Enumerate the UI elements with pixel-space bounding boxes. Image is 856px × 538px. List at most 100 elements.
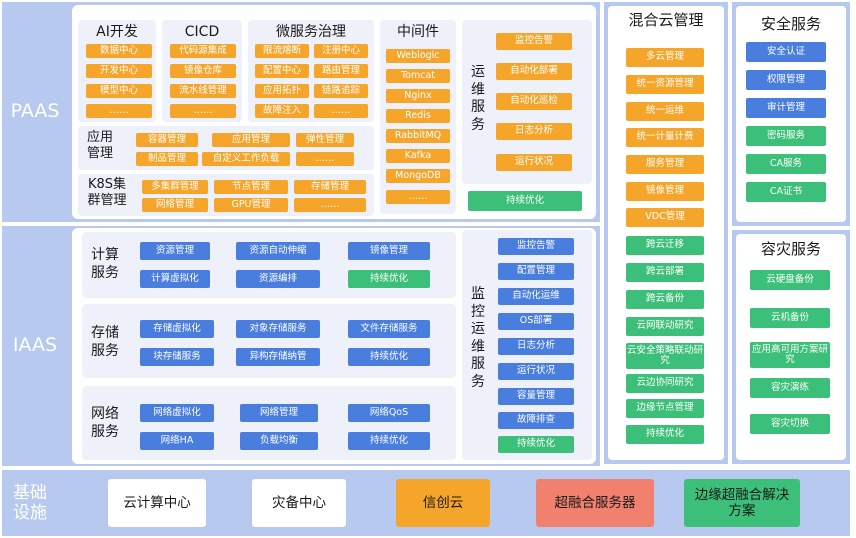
- compute-item-virtualization[interactable]: 计算虚拟化: [140, 270, 210, 288]
- monitor-item-alert[interactable]: 监控告警: [498, 238, 574, 255]
- storage-item-file[interactable]: 文件存储服务: [348, 320, 430, 338]
- storage-item-virtualization[interactable]: 存储虚拟化: [140, 320, 214, 338]
- monitor-item-log[interactable]: 日志分析: [498, 338, 574, 355]
- hybrid-item-cross-migrate[interactable]: 跨云迁移: [626, 236, 704, 255]
- dr-item-vm-backup[interactable]: 云机备份: [750, 308, 830, 328]
- mw-item-rabbitmq[interactable]: RabbitMQ: [386, 129, 450, 143]
- micro-item-more[interactable]: ……: [314, 104, 368, 118]
- hybrid-item-cloud-network[interactable]: 云网联动研究: [626, 317, 704, 336]
- monitor-item-auto-ops[interactable]: 自动化运维: [498, 288, 574, 305]
- ai-item-more[interactable]: ……: [86, 104, 152, 118]
- compute-item-image-mgmt[interactable]: 镜像管理: [348, 242, 430, 260]
- app-item-application[interactable]: 应用管理: [212, 133, 290, 147]
- monitor-item-troubleshoot[interactable]: 故障排查: [498, 412, 574, 429]
- ai-item-dev-center[interactable]: 开发中心: [86, 64, 152, 78]
- k8s-item-more[interactable]: ……: [294, 198, 366, 212]
- security-item-auth[interactable]: 安全认证: [746, 42, 826, 62]
- mw-item-kafka[interactable]: Kafka: [386, 149, 450, 163]
- cicd-item-code-integration[interactable]: 代码源集成: [170, 44, 236, 58]
- base-xinchuang-cloud[interactable]: 信创云: [396, 479, 490, 527]
- ai-item-data-center[interactable]: 数据中心: [86, 44, 152, 58]
- hybrid-item-edge-node[interactable]: 边缘节点管理: [626, 399, 704, 418]
- mw-item-nginx[interactable]: Nginx: [386, 89, 450, 103]
- mw-item-mongodb[interactable]: MongoDB: [386, 169, 450, 183]
- hybrid-item-image-mgmt[interactable]: 镜像管理: [626, 182, 704, 201]
- ai-item-model-center[interactable]: 模型中心: [86, 84, 152, 98]
- dr-item-disk-backup[interactable]: 云硬盘备份: [750, 270, 830, 290]
- app-item-artifact[interactable]: 制品管理: [136, 152, 198, 166]
- micro-item-fault-injection[interactable]: 故障注入: [255, 104, 309, 118]
- network-item-mgmt[interactable]: 网络管理: [240, 404, 318, 422]
- hybrid-item-cloud-edge[interactable]: 云边协同研究: [626, 374, 704, 393]
- monitor-item-status[interactable]: 运行状况: [498, 363, 574, 380]
- k8s-item-gpu[interactable]: GPU管理: [214, 198, 288, 212]
- ops-item-auto-deploy[interactable]: 自动化部署: [496, 63, 572, 80]
- security-item-crypto[interactable]: 密码服务: [746, 126, 826, 146]
- network-optimize-button[interactable]: 持续优化: [348, 432, 430, 450]
- storage-item-heterogeneous[interactable]: 异构存储纳管: [236, 348, 320, 366]
- network-item-qos[interactable]: 网络QoS: [348, 404, 430, 422]
- k8s-item-network[interactable]: 网络管理: [142, 198, 208, 212]
- dr-item-drill[interactable]: 容灾演练: [750, 378, 830, 398]
- app-item-more[interactable]: ……: [296, 152, 354, 166]
- base-hci-server[interactable]: 超融合服务器: [536, 479, 654, 527]
- ops-item-auto-inspect[interactable]: 自动化巡检: [496, 93, 572, 110]
- micro-item-registry[interactable]: 注册中心: [314, 44, 368, 58]
- monitor-optimize-button[interactable]: 持续优化: [498, 436, 574, 453]
- hybrid-item-service-mgmt[interactable]: 服务管理: [626, 155, 704, 174]
- base-dr-center[interactable]: 灾备中心: [252, 479, 346, 527]
- micro-item-rate-limit[interactable]: 限流熔断: [255, 44, 309, 58]
- cicd-item-image-repo[interactable]: 镜像仓库: [170, 64, 236, 78]
- hybrid-item-vdc[interactable]: VDC管理: [626, 208, 704, 227]
- security-item-permission[interactable]: 权限管理: [746, 70, 826, 90]
- hybrid-optimize-button[interactable]: 持续优化: [626, 425, 704, 444]
- storage-item-block[interactable]: 块存储服务: [140, 348, 214, 366]
- micro-item-routing[interactable]: 路由管理: [314, 64, 368, 78]
- k8s-item-multi-cluster[interactable]: 多集群管理: [142, 180, 208, 194]
- micro-item-topology[interactable]: 应用拓扑: [255, 84, 309, 98]
- network-item-ha[interactable]: 网络HA: [140, 432, 214, 450]
- base-cloud-computing-center[interactable]: 云计算中心: [108, 479, 206, 527]
- cicd-item-pipeline[interactable]: 流水线管理: [170, 84, 236, 98]
- mw-item-tomcat[interactable]: Tomcat: [386, 69, 450, 83]
- security-item-ca-cert[interactable]: CA证书: [746, 182, 826, 202]
- micro-item-tracing[interactable]: 链路追踪: [314, 84, 368, 98]
- storage-optimize-button[interactable]: 持续优化: [348, 348, 430, 366]
- app-item-elastic[interactable]: 弹性管理: [296, 133, 354, 147]
- hybrid-item-cross-deploy[interactable]: 跨云部署: [626, 263, 704, 282]
- dr-item-ha-research[interactable]: 应用高可用方案研究: [750, 342, 830, 368]
- mw-item-redis[interactable]: Redis: [386, 109, 450, 123]
- micro-item-config[interactable]: 配置中心: [255, 64, 309, 78]
- hybrid-item-unified-billing[interactable]: 统一计量计费: [626, 128, 704, 147]
- security-item-audit[interactable]: 审计管理: [746, 98, 826, 118]
- hybrid-item-unified-resource[interactable]: 统一资源管理: [626, 75, 704, 94]
- monitor-item-os-deploy[interactable]: OS部署: [498, 313, 574, 330]
- hybrid-item-unified-ops[interactable]: 统一运维: [626, 102, 704, 121]
- mw-item-more[interactable]: ……: [386, 190, 450, 204]
- network-item-virtualization[interactable]: 网络虚拟化: [140, 404, 214, 422]
- hybrid-item-cross-backup[interactable]: 跨云备份: [626, 290, 704, 309]
- mw-item-weblogic[interactable]: Weblogic: [386, 49, 450, 63]
- compute-item-autoscale[interactable]: 资源自动伸缩: [236, 242, 320, 260]
- cicd-item-more[interactable]: ……: [170, 104, 236, 118]
- monitor-item-capacity[interactable]: 容量管理: [498, 388, 574, 405]
- app-item-custom-workload[interactable]: 自定义工作负载: [202, 152, 290, 166]
- storage-item-object[interactable]: 对象存储服务: [236, 320, 320, 338]
- security-item-ca-service[interactable]: CA服务: [746, 154, 826, 174]
- hybrid-item-multi-cloud[interactable]: 多云管理: [626, 48, 704, 67]
- compute-optimize-button[interactable]: 持续优化: [348, 270, 430, 288]
- monitor-item-config[interactable]: 配置管理: [498, 263, 574, 280]
- k8s-item-node[interactable]: 节点管理: [214, 180, 288, 194]
- ops-continuous-optimize-button[interactable]: 持续优化: [468, 191, 582, 211]
- network-item-load-balancing[interactable]: 负载均衡: [240, 432, 318, 450]
- dr-item-switchover[interactable]: 容灾切换: [750, 414, 830, 434]
- app-item-container[interactable]: 容器管理: [136, 133, 198, 147]
- compute-item-orchestration[interactable]: 资源编排: [236, 270, 320, 288]
- compute-item-resource-mgmt[interactable]: 资源管理: [140, 242, 210, 260]
- base-edge-hci-solution[interactable]: 边缘超融合解决方案: [684, 479, 800, 527]
- ops-item-run-status[interactable]: 运行状况: [496, 154, 572, 171]
- k8s-item-storage[interactable]: 存储管理: [294, 180, 366, 194]
- hybrid-item-security-policy[interactable]: 云安全策略联动研究: [626, 343, 704, 369]
- ops-item-log-analysis[interactable]: 日志分析: [496, 123, 572, 140]
- ops-item-monitor-alert[interactable]: 监控告警: [496, 33, 572, 50]
